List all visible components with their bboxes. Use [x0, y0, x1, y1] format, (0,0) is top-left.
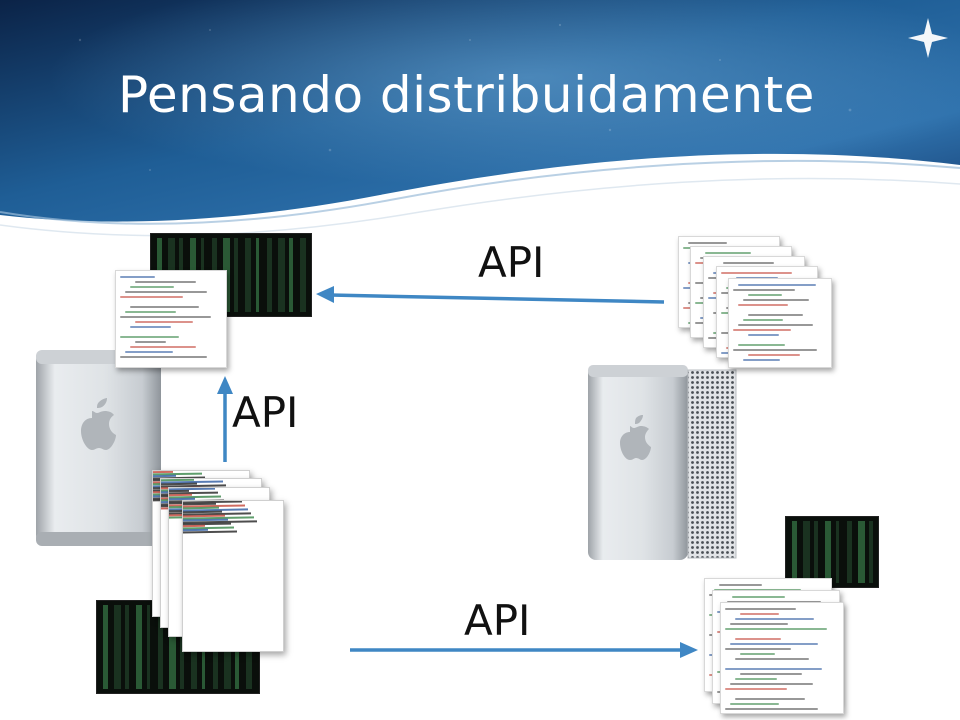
code-line — [120, 316, 211, 318]
code-line — [740, 613, 779, 615]
code-line — [743, 299, 810, 301]
code-line — [733, 349, 817, 351]
code-line — [738, 304, 789, 306]
code-line — [721, 272, 793, 274]
code-page-bottom-right-3 — [720, 602, 844, 714]
terminal-text-column — [147, 605, 150, 689]
code-line — [120, 356, 207, 358]
code-line — [130, 326, 171, 328]
code-page-top-left — [115, 270, 227, 368]
terminal-text-column — [125, 605, 129, 689]
apple-logo-icon — [620, 415, 651, 460]
code-line — [735, 618, 814, 620]
code-line — [738, 324, 813, 326]
server-right — [588, 365, 737, 560]
terminal-text-column — [278, 238, 285, 312]
terminal-text-column — [256, 238, 259, 312]
api-label-bottom: API — [464, 596, 531, 645]
terminal-text-column — [814, 521, 818, 583]
code-line — [130, 346, 196, 348]
code-line — [733, 289, 795, 291]
terminal-text-column — [836, 521, 839, 583]
header-background — [0, 0, 960, 237]
code-line — [735, 658, 810, 660]
code-line — [688, 242, 728, 244]
code-line — [748, 334, 779, 336]
terminal-text-column — [869, 521, 873, 583]
code-line — [743, 319, 784, 321]
code-line — [725, 668, 823, 670]
code-line — [735, 698, 806, 700]
code-line — [719, 584, 763, 586]
code-line — [725, 708, 818, 710]
slide-title: Pensando distribuidamente — [118, 66, 815, 124]
code-line — [725, 628, 827, 630]
code-line — [135, 321, 193, 323]
arrow-bottom-right — [350, 642, 698, 658]
terminal-text-column — [803, 521, 810, 583]
code-line — [748, 314, 804, 316]
terminal-text-column — [289, 238, 293, 312]
code-line — [120, 276, 155, 278]
code-line — [730, 643, 818, 645]
code-line — [130, 286, 175, 288]
code-line — [730, 703, 780, 705]
server-left — [36, 350, 161, 546]
terminal-text-column — [300, 238, 306, 312]
terminal-screenshot-right — [785, 516, 879, 588]
code-line — [120, 336, 179, 338]
code-line — [125, 351, 173, 353]
code-line — [705, 252, 751, 254]
terminal-text-column — [792, 521, 797, 583]
code-line — [130, 306, 200, 308]
code-line — [135, 341, 166, 343]
code-line — [730, 683, 814, 685]
terminal-text-column — [847, 521, 852, 583]
terminal-text-column — [103, 605, 108, 689]
code-line — [135, 281, 197, 283]
code-line — [740, 653, 775, 655]
terminal-text-column — [234, 238, 238, 312]
code-line — [748, 294, 782, 296]
code-line — [732, 596, 785, 598]
terminal-text-column — [158, 605, 163, 689]
code-line — [725, 648, 792, 650]
code-line — [733, 329, 791, 331]
code-line — [120, 296, 183, 298]
api-label-top: API — [478, 238, 545, 287]
code-line — [125, 311, 177, 313]
terminal-text-column — [267, 238, 272, 312]
code-line — [738, 284, 817, 286]
code-line — [723, 262, 774, 264]
code-page-top-right-5 — [728, 278, 832, 368]
api-label-middle: API — [232, 388, 299, 437]
code-line — [125, 291, 207, 293]
code-line — [748, 354, 801, 356]
code-line — [738, 344, 785, 346]
code-line — [725, 608, 796, 610]
arrow-up — [217, 376, 233, 462]
code-line — [740, 673, 803, 675]
code-line — [725, 688, 787, 690]
terminal-text-column — [825, 521, 831, 583]
terminal-text-column — [136, 605, 142, 689]
code-line — [743, 359, 780, 361]
apple-logo-icon — [81, 398, 116, 450]
arrow-top-left — [316, 286, 665, 304]
terminal-text-column — [169, 605, 176, 689]
handwritten-page-4 — [182, 500, 284, 652]
terminal-text-column — [114, 605, 121, 689]
star-icon — [908, 18, 948, 58]
terminal-text-column — [245, 238, 251, 312]
terminal-text-column — [858, 521, 865, 583]
handwritten-line — [183, 530, 238, 534]
code-line — [735, 678, 777, 680]
code-line — [730, 623, 788, 625]
code-line — [735, 638, 781, 640]
